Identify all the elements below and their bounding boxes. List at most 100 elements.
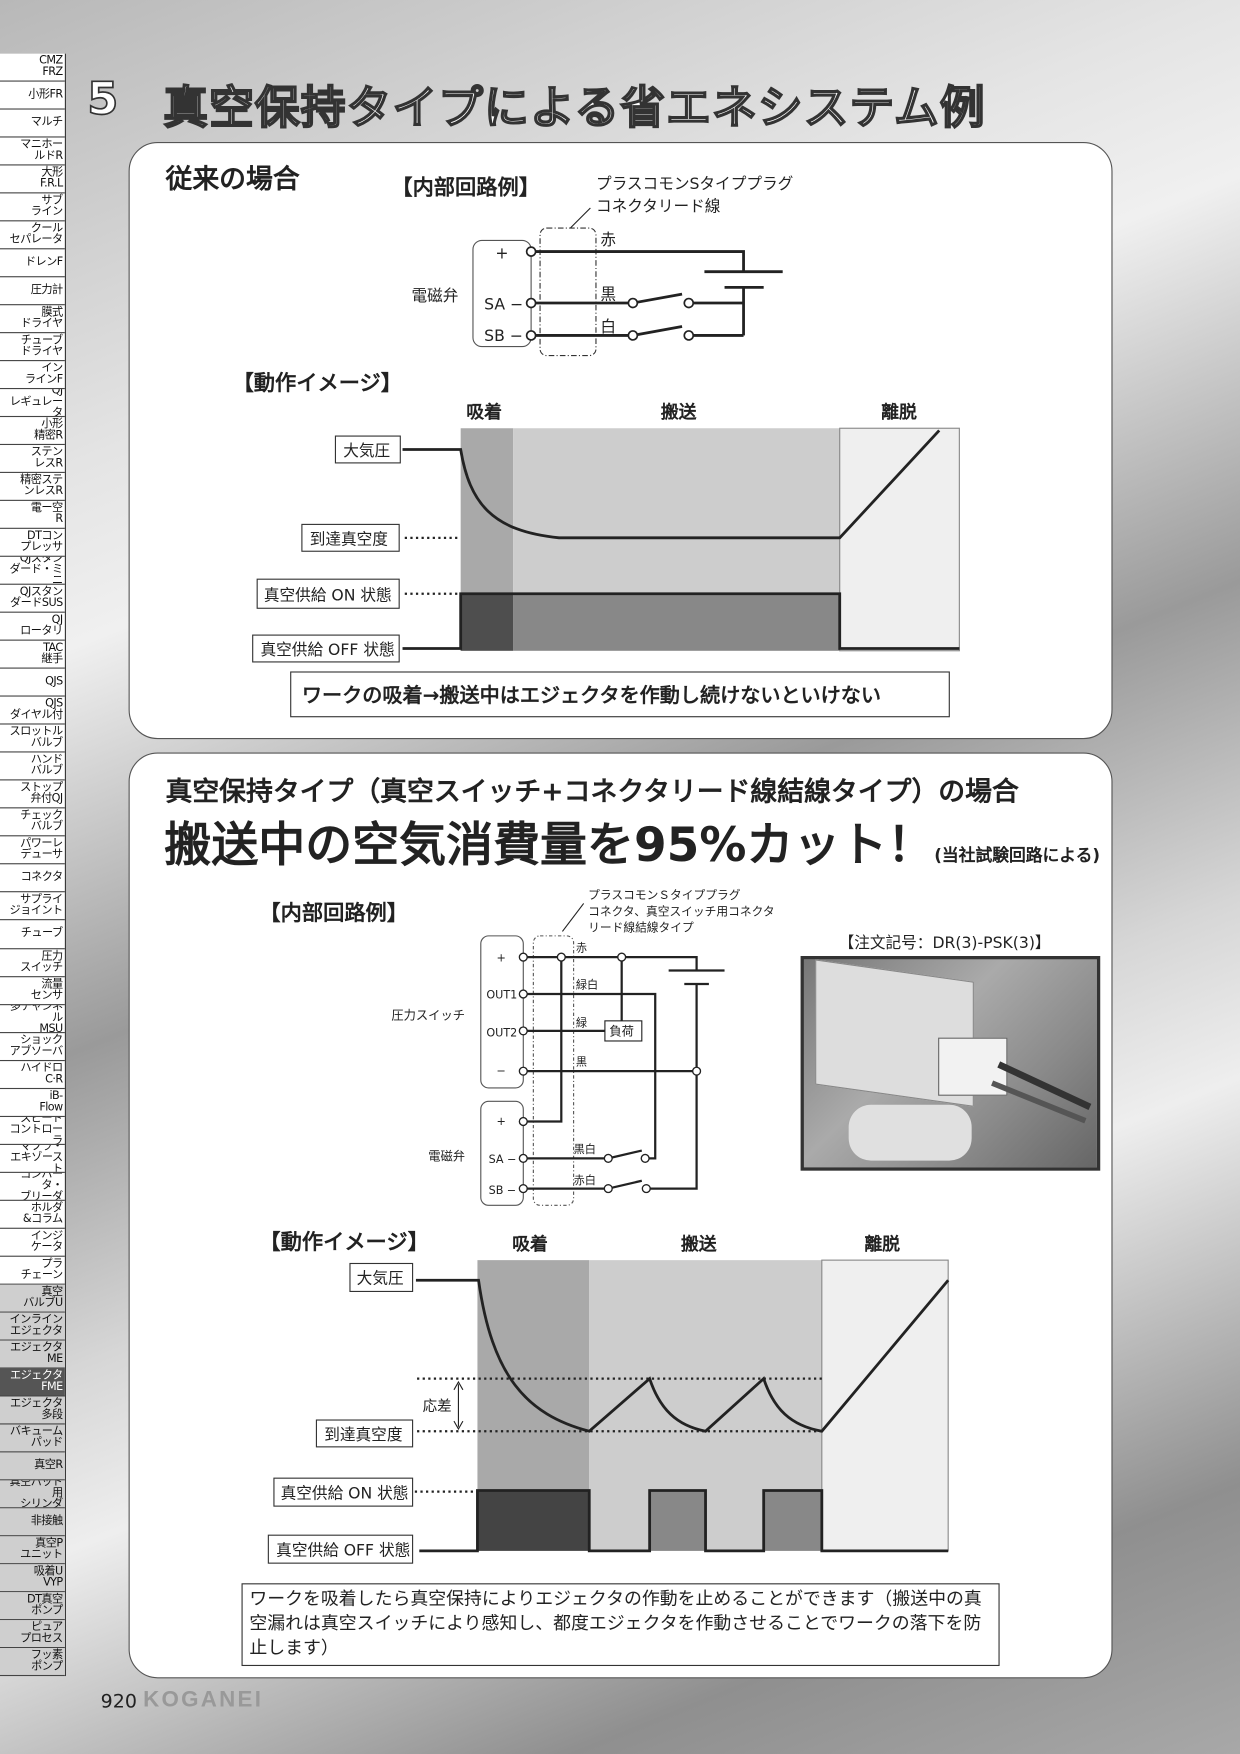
sidebar-item[interactable]: スロットル バルブ [0,725,65,753]
pressure-curve-2 [415,1278,950,1433]
wire-blackwhite: 黒白 [574,1142,596,1156]
sidebar-item[interactable]: DT真空 ポンプ [0,1592,65,1621]
order-code: 【注文記号：DR(3)-PSK(3)】 [839,933,1051,952]
sidebar-item[interactable]: 真空パッド用 シリンダ [0,1480,65,1509]
label-ultimate-vacuum: 到達真空度 [310,530,389,549]
solenoid-box [472,239,532,348]
wire-white: 白 [600,317,616,336]
sidebar-item[interactable]: チューブ ドライヤ [0,333,65,362]
sidebar-item[interactable]: 真空 バルブU [0,1284,65,1313]
section1-note: ワークの吸着→搬送中はエジェクタを作動し続けないといけない [302,683,881,707]
connector-note-2a: プラスコモンＳタイププラグ [588,888,741,902]
sidebar-item[interactable]: 圧力計 [0,277,65,306]
sidebar-item[interactable]: CMZ FRZ [0,54,65,82]
sidebar-item[interactable]: エジェクタ 多段 [0,1396,65,1425]
sidebar-item[interactable]: 非接触 [0,1508,65,1537]
sidebar-item[interactable]: コネクタ [0,865,65,893]
sol-terminal-plus: + [496,1115,505,1128]
sidebar-item[interactable]: ショック アブソーバ [0,1033,65,1061]
sidebar-item[interactable]: チューブ [0,921,65,949]
terminal-sa: SA − [484,295,523,314]
sidebar-item[interactable]: QJスタン ダード・ミニ [0,557,65,586]
sidebar-item[interactable]: QJS [0,669,65,697]
sidebar-item[interactable]: TAC 継手 [0,641,65,670]
sidebar-item[interactable]: 真空R [0,1452,65,1481]
sidebar-item[interactable]: サブ ライン [0,194,65,222]
sidebar-item[interactable]: ストップ 弁付QJ [0,781,65,809]
sidebar-item[interactable]: ピュア プロセス [0,1620,65,1649]
sidebar-item[interactable]: マルチ [0,110,65,138]
headline-note: (当社試験回路による) [934,845,1101,866]
sidebar-item[interactable]: ステン レスR [0,445,65,474]
sidebar-item[interactable]: サプライ ジョイント [0,893,65,921]
on-bar-transport-1 [513,593,840,651]
label-atmospheric: 大気圧 [343,441,390,460]
hysteresis-label: 応差 [423,1398,452,1415]
sidebar-item[interactable]: 小形FR [0,82,65,110]
sidebar-item[interactable]: エジェクタ ME [0,1340,65,1369]
sidebar-item[interactable]: 膜式 ドライヤ [0,305,65,334]
sidebar-item[interactable]: iB- Flow [0,1089,65,1117]
wire-red: 赤 [600,230,616,249]
sidebar-item[interactable]: バキューム パッド [0,1424,65,1453]
sidebar-item[interactable]: QJ レギュレータ [0,389,65,418]
ps-terminal-out2: OUT2 [486,1027,517,1040]
sidebar-item[interactable]: ドレンF [0,249,65,278]
sidebar-item[interactable]: マニホー ルドR [0,138,65,166]
sidebar-item[interactable]: チェック バルブ [0,809,65,837]
sidebar-item[interactable]: インジ ケータ [0,1228,65,1257]
note-box-1 [290,671,950,718]
sidebar-item[interactable]: クール セパレータ [0,221,65,250]
sidebar-item[interactable]: QJスタン ダードSUS [0,585,65,614]
sidebar-item[interactable]: コンバータ・ ブリーダ [0,1172,65,1201]
on-bar-pulse-2 [763,1490,822,1551]
page-number: 920 [100,1690,137,1713]
sidebar-item[interactable]: 流量 センサ [0,977,65,1005]
ps-terminal-minus: − [496,1065,505,1078]
ps-terminal-plus: + [496,952,505,965]
pressure-switch-box [480,935,524,1089]
sidebar-item[interactable]: 吸着U VYP [0,1564,65,1593]
circuit-2-nodes [518,952,702,1194]
sidebar-item[interactable]: QJ ロータリ [0,613,65,642]
sidebar-item[interactable]: DTコン プレッサ [0,529,65,558]
wire-black-2: 黒 [576,1056,587,1069]
sidebar-item[interactable]: QJS ダイヤル付 [0,697,65,725]
sidebar-item[interactable]: プラ チェーン [0,1256,65,1285]
sidebar-item[interactable]: ハンド バルブ [0,753,65,781]
solenoid-label: 電磁弁 [411,286,458,305]
sidebar-item[interactable]: エジェクタ FME [0,1368,65,1397]
connector-note-2b: コネクタ、真空スイッチ用コネクタ [588,905,774,919]
sidebar-item[interactable]: イン ラインF [0,361,65,390]
phase-suction-1: 吸着 [466,401,502,423]
sidebar-item[interactable]: インライン エジェクタ [0,1312,65,1341]
phase-transport-1: 搬送 [661,401,697,423]
sidebar-item[interactable]: 大形 F.R.L [0,166,65,194]
headline-text: 搬送中の空気消費量を95%カット！ [164,817,935,873]
sidebar-item[interactable]: 小形 精密R [0,417,65,446]
sidebar-item[interactable]: マフラ・ エキゾースト [0,1145,65,1173]
wire-greenwhite: 緑白 [576,977,598,991]
sidebar-item[interactable]: ホルダ &コラム [0,1200,65,1229]
operation-title-2: 【動作イメージ】 [259,1230,428,1255]
solenoid-label-2: 電磁弁 [428,1149,465,1164]
label-ultimate-vacuum-2: 到達真空度 [324,1425,403,1444]
label-atmospheric-2: 大気圧 [357,1269,404,1288]
hysteresis-arrow-icon [453,1380,464,1431]
on-bar-suction-1 [460,593,514,651]
sidebar-item[interactable]: 多チャンネル MSU [0,1005,65,1033]
sidebar-item[interactable]: 圧力 スイッチ [0,949,65,977]
sidebar-item[interactable]: 精密ステ ンレスR [0,473,65,502]
sidebar-item[interactable]: 真空P ユニット [0,1536,65,1565]
sidebar-item[interactable]: ハイドロ C·R [0,1061,65,1089]
label-box [301,523,400,552]
phase-suction-2: 吸着 [512,1233,548,1255]
sidebar-item[interactable]: フッ素 ポンプ [0,1648,65,1676]
sidebar-item[interactable]: パワーレ デューサ [0,837,65,865]
sidebar-item[interactable]: スピード コントローラ [0,1117,65,1145]
label-box [252,634,400,663]
sidebar-item[interactable]: 電ー空 R [0,501,65,530]
terminal-sb: SB − [484,326,523,345]
